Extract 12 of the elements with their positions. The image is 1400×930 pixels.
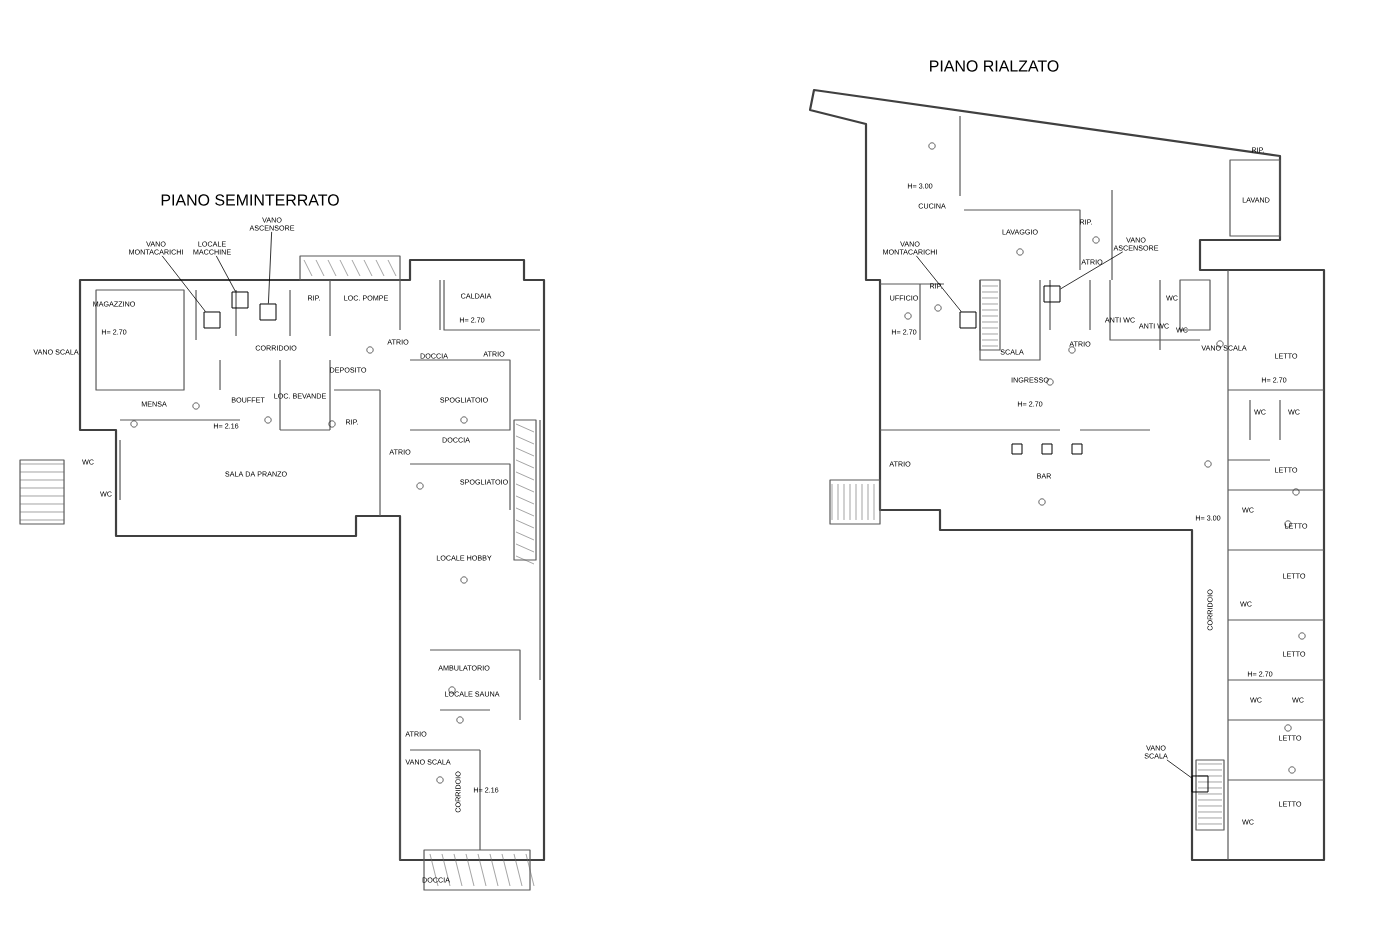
- leader-line: [161, 255, 206, 312]
- shaft-box: [259, 303, 277, 321]
- shaft-box: [959, 311, 977, 329]
- shaft-box: [203, 311, 221, 329]
- leader-line: [268, 231, 273, 304]
- leader-line: [215, 255, 236, 292]
- shaft-box: [1191, 775, 1209, 793]
- leader-line: [916, 255, 962, 312]
- leader-line: [1166, 759, 1192, 779]
- shaft-box: [231, 291, 249, 309]
- shaft-box: [1043, 285, 1061, 303]
- leader-line: [1060, 251, 1124, 290]
